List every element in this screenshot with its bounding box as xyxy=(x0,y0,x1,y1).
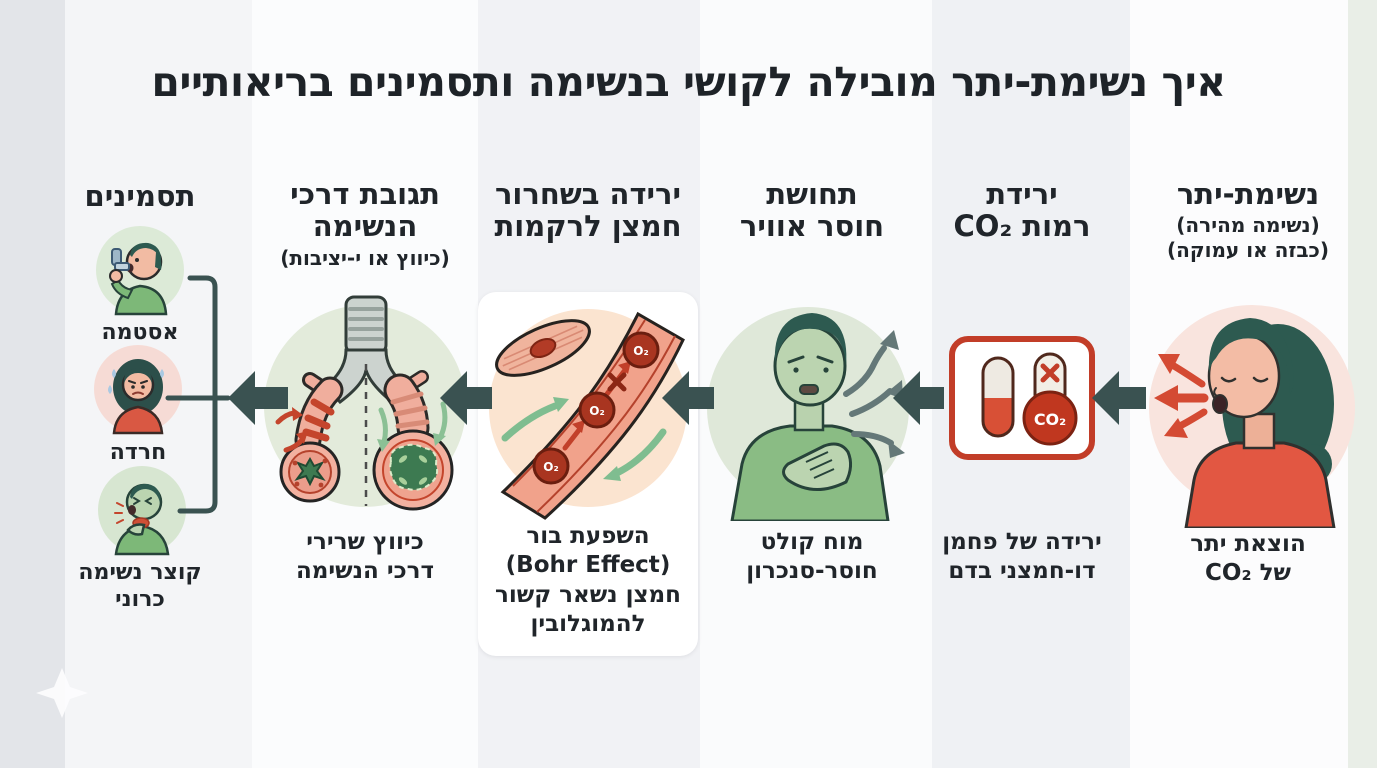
o2-label: O₂ xyxy=(633,344,648,358)
symptom-label-anxiety: חרדה xyxy=(109,440,167,465)
stage-caption: כיווץ שרירי דרכי הנשימה xyxy=(295,529,435,585)
stage-co2-drop-caption-box: ירידה של פחמן דו-חמצני בדם xyxy=(897,528,1147,587)
stage-subheading: (נשימה מהירה) (כבזה או עמוקה) xyxy=(1166,213,1330,263)
co2-badge xyxy=(1022,390,1078,446)
stage-co2-drop-header: ירידת רמות CO₂ xyxy=(897,178,1147,243)
woman-figure xyxy=(1184,318,1336,528)
o2-label: O₂ xyxy=(543,460,558,474)
stage-heading: תחושת חוסר אוויר xyxy=(739,177,885,244)
stage-heading: ירידה בשחרור חמצן לרקמות xyxy=(494,177,682,244)
sparkle-icon xyxy=(36,668,88,718)
chronic-breathlessness-icon xyxy=(98,466,186,556)
stage-oxygen-release-header: ירידה בשחרור חמצן לרקמות xyxy=(463,178,713,243)
asthma-inhaler-icon xyxy=(96,226,184,316)
exhale-arrows-icon xyxy=(1154,354,1209,438)
airways-constriction-icon xyxy=(264,295,466,511)
co2-gauge-icon: CO₂ xyxy=(949,336,1095,460)
stage-air-hunger-caption-box: מוח קולט חוסר-סנכרון xyxy=(687,528,937,587)
air-hunger-person-icon xyxy=(707,307,909,521)
stage-heading: ירידת רמות CO₂ xyxy=(953,177,1091,244)
stage-caption: השפעת בור (Bohr Effect) חמצן נשאר קשור ל… xyxy=(495,523,681,638)
stage-hyperventilation-header: נשימת-יתר (נשימה מהירה) (כבזה או עמוקה) xyxy=(1123,178,1373,263)
constricted-bronchus xyxy=(279,372,344,503)
symptom-label-chronic-breathlessness: קוצר נשימה כרוני xyxy=(78,560,202,612)
o2-molecules: O₂ O₂ O₂ xyxy=(532,331,660,485)
stage-caption: הוצאת יתר של CO₂ xyxy=(1190,531,1306,587)
stage-airway-response-header: תגובת דרכי הנשימה (כיווץ או י-יציבות) xyxy=(240,178,490,271)
symptoms-heading: תסמינים xyxy=(84,179,196,213)
muscle-cell-icon xyxy=(495,319,591,377)
worried-man-figure xyxy=(730,313,890,521)
page-title: איך נשימת-יתר מובילה לקושי בנשימה ותסמינ… xyxy=(151,58,1226,106)
co2-badge-label: CO₂ xyxy=(1034,410,1066,429)
stage-air-hunger-header: תחושת חוסר אוויר xyxy=(687,178,937,243)
tissue-exchange-arrows xyxy=(501,397,667,481)
symptoms-header: תסמינים xyxy=(15,179,265,213)
stage-hyperventilation-caption-box: הוצאת יתר של CO₂ xyxy=(1123,530,1373,589)
exhaling-woman-icon xyxy=(1149,305,1355,528)
gauge-capsule-low xyxy=(981,356,1015,438)
stage-heading: תגובת דרכי הנשימה xyxy=(290,177,440,244)
stage-heading: נשימת-יתר xyxy=(1176,177,1320,211)
stage-oxygen-release-caption-box: השפעת בור (Bohr Effect) חמצן נשאר קשור ל… xyxy=(463,522,713,640)
stage-caption: ירידה של פחמן דו-חמצני בדם xyxy=(942,529,1102,585)
o2-flow-arrows xyxy=(562,361,631,451)
bohr-effect-vessel-icon: O₂ O₂ O₂ xyxy=(489,309,687,520)
anxiety-person-icon xyxy=(94,345,182,435)
o2-label: O₂ xyxy=(589,404,604,418)
stage-caption: מוח קולט חוסר-סנכרון xyxy=(746,529,878,585)
open-bronchus xyxy=(372,370,454,511)
stage-subheading: (כיווץ או י-יציבות) xyxy=(280,245,450,270)
stage-airway-response-caption-box: כיווץ שרירי דרכי הנשימה xyxy=(240,528,490,587)
